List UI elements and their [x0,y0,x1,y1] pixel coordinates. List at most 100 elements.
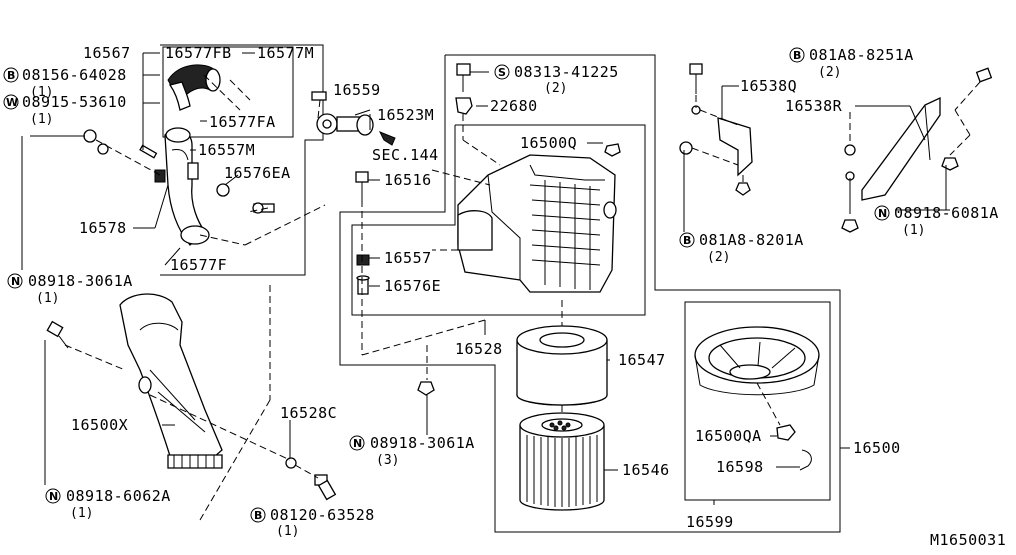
fastener-w08915: W 08915-53610 (1) [3,93,127,127]
fastener-b081a8-8201A: B 081A8-8201A (2) [679,231,804,265]
label-22680: 22680 [490,97,538,115]
label-16546: 16546 [622,461,670,479]
label-16576EA: 16576EA [224,164,291,182]
svg-text:(2): (2) [544,81,567,96]
filter-element-16546 [519,412,605,511]
label-16576E: 16576E [384,277,441,295]
boundary-frame-inner-hose [162,46,294,138]
svg-text:08918-6062A: 08918-6062A [66,487,171,505]
svg-text:(3): (3) [376,453,399,468]
svg-text:S: S [498,66,506,79]
svg-text:(1): (1) [36,291,59,306]
svg-text:08313-41225: 08313-41225 [514,63,619,81]
fastener-n08918-3061A-1: N 08918-3061A (1) [7,272,133,306]
svg-text:(1): (1) [30,85,53,100]
filter-cover-16500 [694,326,820,396]
assembly-dashed-lines [64,74,981,521]
leader-lines [21,52,950,505]
fastener-b08120: B 08120-63528 (1) [250,506,375,539]
label-16516: 16516 [384,171,432,189]
clip-16500Q [604,143,621,157]
label-16578: 16578 [79,219,127,237]
svg-text:B: B [7,69,15,82]
washer-16528C [285,457,297,469]
air-duct-hose-16578 [154,127,210,246]
boundary-frame-filter-cover [684,301,831,501]
resonator-hose-16577FB [167,64,221,111]
label-16528: 16528 [455,340,503,358]
svg-text:N: N [353,437,362,450]
bolt-08120 [314,474,337,501]
label-16547: 16547 [618,351,666,369]
fastener-b081a8-8251A: B 081A8-8251A (2) [789,46,914,80]
bolt-16516 [355,171,369,200]
svg-text:08915-53610: 08915-53610 [22,93,127,111]
fastener-n08918-6081A: N 08918-6081A (1) [874,204,999,238]
svg-text:08120-63528: 08120-63528 [270,506,375,524]
bracket-16538R [841,67,993,233]
fastener-n08918-6062A: N 08918-6062A (1) [45,487,171,521]
air-cleaner-housing-16528 [457,154,617,293]
boundary-frame-left [160,44,324,276]
label-16577M: 16577M [257,44,314,62]
svg-text:W: W [6,96,18,109]
svg-text:(2): (2) [818,65,841,80]
svg-text:N: N [11,275,20,288]
clip-16598 [799,449,812,471]
label-16528C: 16528C [280,404,337,422]
label-16577FB: 16577FB [165,44,232,62]
label-16559: 16559 [333,81,381,99]
label-16599: 16599 [686,513,734,531]
bolt-08918-6062 [46,320,69,349]
nut-08918-3061A-3 [417,381,435,396]
svg-text:081A8-8201A: 081A8-8201A [699,231,804,249]
label-16538R: 16538R [785,97,843,115]
label-16500: 16500 [853,439,901,457]
air-inlet-duct-16500X [119,293,223,469]
figure-id: M1650031 [930,531,1006,549]
label-16577F: 16577F [170,256,227,274]
sec-reference: SEC.144 [372,146,439,164]
filter-element-16547 [516,325,608,406]
svg-text:08156-64028: 08156-64028 [22,66,127,84]
label-16598: 16598 [716,458,764,476]
bracket-16538Q [679,63,753,196]
label-16567: 16567 [83,44,131,62]
label-16538Q: 16538Q [740,77,797,95]
label-16577FA: 16577FA [209,113,276,131]
svg-text:08918-6081A: 08918-6081A [894,204,999,222]
label-16557: 16557 [384,249,432,267]
svg-text:(1): (1) [70,506,93,521]
svg-text:N: N [49,490,58,503]
clamp-16557M [187,162,199,180]
svg-text:B: B [793,49,801,62]
nut-22680 [455,97,473,115]
svg-text:B: B [683,234,691,247]
label-16500Q: 16500Q [520,134,577,152]
svg-text:081A8-8251A: 081A8-8251A [809,46,914,64]
insulator-16576EA [216,183,275,214]
svg-text:(1): (1) [902,223,925,238]
svg-text:08918-3061A: 08918-3061A [370,434,475,452]
sensor-16559 [311,91,396,146]
boundary-frame-housing [351,124,646,316]
label-16500X: 16500X [71,416,128,434]
svg-text:(2): (2) [707,250,730,265]
svg-text:(1): (1) [30,112,53,127]
fastener-b08156: B 08156-64028 (1) [3,66,127,100]
label-16523M: 16523M [377,106,434,124]
svg-text:N: N [878,207,887,220]
boundary-frame-center [339,54,841,533]
svg-text:B: B [254,509,262,522]
svg-text:08918-3061A: 08918-3061A [28,272,133,290]
fastener-s08313: S 08313-41225 (2) [494,63,619,96]
label-16557M: 16557M [198,141,255,159]
insulator-16576E [356,275,370,295]
label-16500QA: 16500QA [695,427,762,445]
grommet-16557 [356,254,370,266]
bolt-08313 [456,63,471,92]
svg-text:(1): (1) [276,524,299,539]
valve-16500QA [776,424,796,441]
